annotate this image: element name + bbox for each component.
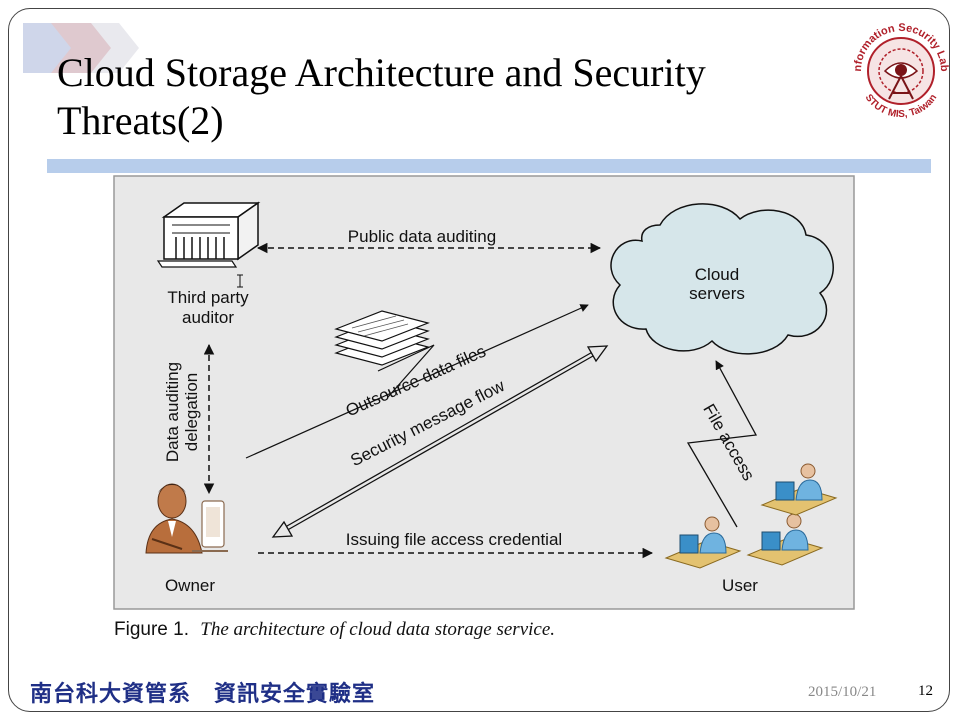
auditor-label-line2: auditor — [182, 308, 234, 327]
slide-title-line2: Threats(2) — [57, 98, 224, 143]
data-files-icon — [334, 310, 430, 366]
footer-organization: 南台科大資管系 資訊安全實驗室 — [30, 681, 376, 707]
cloud-servers-shape — [610, 203, 834, 355]
owner-person-icon — [145, 483, 228, 554]
auditor-label-line1: Third party — [167, 288, 249, 307]
lab-logo: Information Security Lab. STUT MIS, Taiw… — [845, 15, 949, 120]
user-icon-1 — [664, 516, 742, 569]
figure-caption-text: The architecture of cloud data storage s… — [200, 619, 555, 640]
auditor-building-icon — [156, 201, 261, 288]
user-icon-3 — [760, 463, 838, 516]
figure-caption: Figure 1. The architecture of cloud data… — [114, 619, 555, 640]
slide-title-line1: Cloud Storage Architecture and Security — [57, 50, 706, 95]
file-access-arrow — [686, 360, 758, 528]
architecture-diagram: Third party auditor Cloud servers Public… — [113, 175, 855, 640]
delegation-label-line1: Data auditing — [163, 362, 182, 462]
delegation-label-line2: delegation — [182, 373, 201, 451]
security-flow-arrow — [271, 345, 609, 538]
title-underline-bar — [47, 159, 931, 173]
outsource-notch — [377, 344, 435, 398]
owner-label: Owner — [165, 576, 215, 595]
footer-date: 2015/10/21 — [808, 684, 877, 700]
public-auditing-label: Public data auditing — [348, 227, 496, 246]
cloud-label-line1: Cloud — [695, 265, 739, 284]
slide-title: Cloud Storage Architecture and Security … — [57, 49, 857, 145]
user-label: User — [722, 576, 758, 595]
page-number: 12 — [918, 683, 933, 699]
outsource-arrow — [245, 304, 589, 459]
cloud-label-line2: servers — [689, 284, 745, 303]
corner-decoration-graphic — [23, 23, 139, 73]
credential-label: Issuing file access credential — [346, 530, 562, 549]
figure-caption-label: Figure 1. — [114, 619, 189, 640]
